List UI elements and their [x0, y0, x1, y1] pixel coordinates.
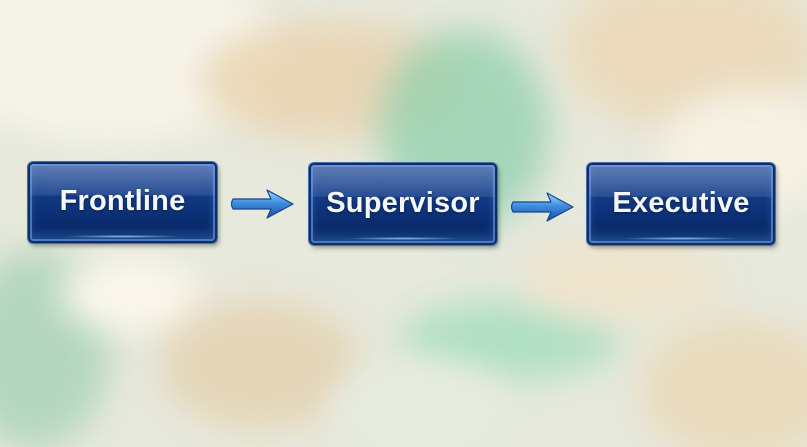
node-frontline: Frontline — [28, 162, 217, 243]
arrow-right-icon — [510, 192, 574, 222]
node-executive: Executive — [587, 163, 775, 245]
node-supervisor: Supervisor — [309, 163, 497, 245]
node-label: Supervisor — [326, 186, 480, 219]
node-label: Executive — [612, 186, 750, 219]
node-label: Frontline — [59, 185, 186, 217]
arrow-right-icon — [230, 189, 294, 219]
